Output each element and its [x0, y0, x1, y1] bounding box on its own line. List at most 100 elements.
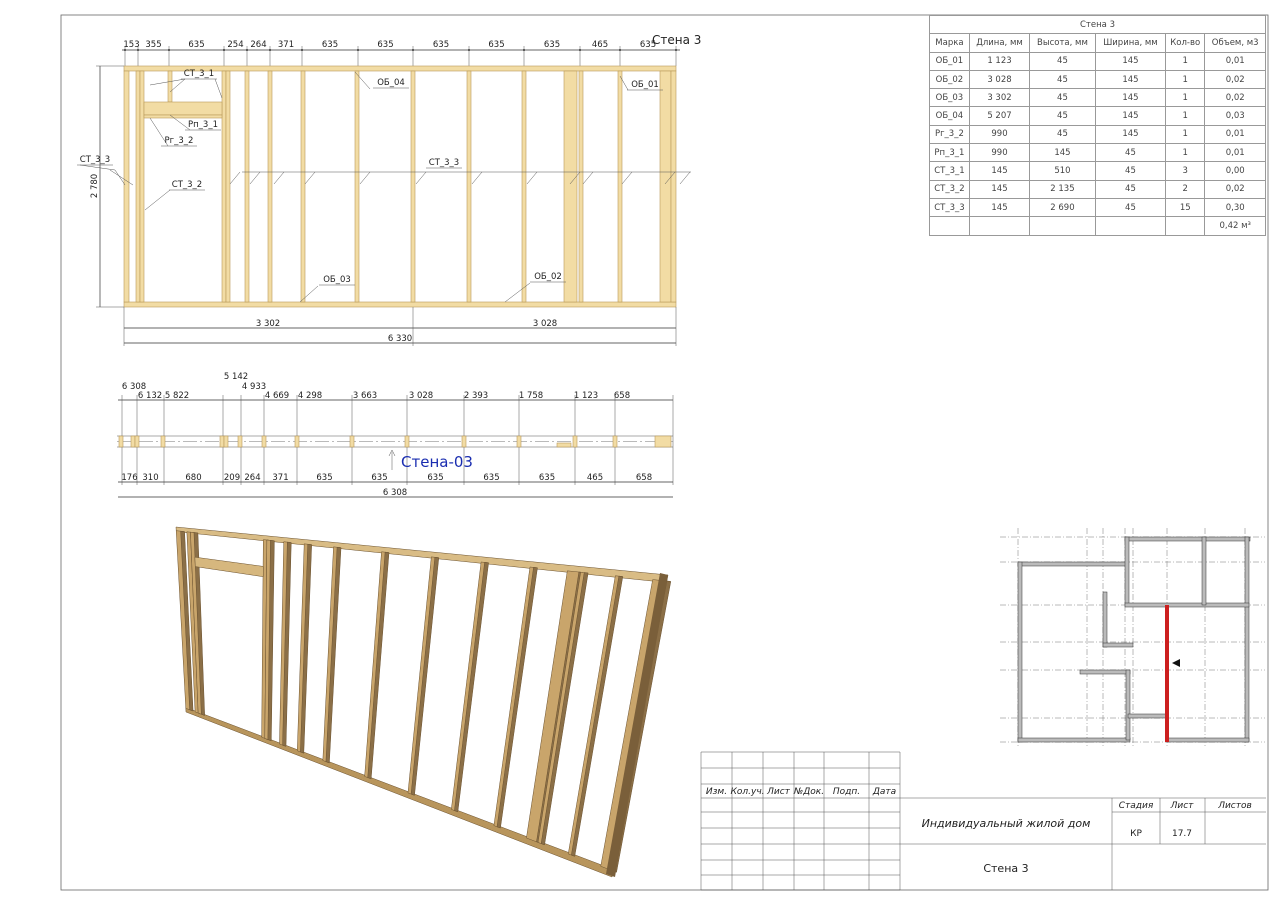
- plan-wall: [1166, 737, 1250, 743]
- stud: [123, 70, 130, 303]
- sheets-label: Листов: [1217, 801, 1252, 811]
- table-cell: 5 207: [968, 106, 1031, 126]
- table-cell: 0,00: [1204, 161, 1266, 181]
- stud: [135, 70, 141, 303]
- plan-total-dimension-label: 6 308: [383, 488, 407, 498]
- table-cell: 990: [968, 124, 1031, 145]
- table-cell: 1: [1165, 143, 1206, 163]
- top-dimension-label: 635: [640, 40, 656, 50]
- stud: [521, 70, 527, 303]
- part-label: Рг_3_2: [165, 136, 194, 146]
- stud: [354, 70, 360, 303]
- leader-arrow: [664, 171, 676, 185]
- stud-side-3d: [282, 541, 292, 747]
- stud-section: [572, 435, 578, 448]
- stud-side-3d: [410, 556, 440, 796]
- plan-wall: [1124, 536, 1251, 542]
- sheet-no: 17.7: [1172, 829, 1192, 839]
- leader-line: [149, 117, 169, 147]
- plan-wall: [1017, 561, 1023, 743]
- table-cell: 2 135: [1029, 179, 1096, 199]
- corner-section: [654, 435, 672, 448]
- segment-dimension-label: 209: [224, 473, 240, 483]
- dimension-tick: [269, 49, 271, 51]
- segment-dimension-label: 371: [272, 473, 288, 483]
- segment-dimension-label: 310: [142, 473, 158, 483]
- title-header: Изм.: [706, 787, 727, 797]
- stud-side-3d: [193, 532, 205, 716]
- table-cell: Рп_3_1: [929, 143, 970, 163]
- column-header: Высота, мм: [1029, 33, 1096, 53]
- part-label: ОБ_04: [377, 78, 405, 88]
- leader-line: [114, 169, 126, 186]
- stud: [225, 70, 231, 303]
- stud-side-3d: [540, 572, 589, 846]
- column-header: Марка: [929, 33, 970, 53]
- table-cell: 0,30: [1204, 197, 1266, 218]
- leader-arrow: [621, 171, 633, 185]
- empty-cell: [1165, 216, 1206, 236]
- dimension-tick: [137, 49, 139, 51]
- highlighted-wall: [1165, 605, 1169, 742]
- stud-side-3d: [300, 543, 312, 754]
- leader-line: [214, 78, 223, 99]
- table-cell: 0,03: [1204, 106, 1266, 126]
- plan-wall: [1127, 713, 1169, 719]
- plan-wall: [1017, 561, 1129, 567]
- part-label: СТ_3_3: [80, 155, 110, 165]
- table-cell: 3 028: [968, 69, 1031, 90]
- table-cell: 45: [1094, 143, 1167, 163]
- table-cell: 145: [968, 161, 1031, 181]
- stud: [267, 70, 273, 303]
- table-cell: 145: [1094, 106, 1167, 126]
- drawing-title: Стена 3: [652, 33, 701, 47]
- dimension-tick: [246, 49, 248, 51]
- column-header: Объем, м3: [1204, 33, 1266, 53]
- bottom-plate-3d: [185, 707, 614, 878]
- dimension-tick: [675, 49, 677, 51]
- leader-arrow: [582, 171, 594, 185]
- table-cell: 145: [1094, 69, 1167, 90]
- title-header: Кол.уч.: [730, 787, 764, 797]
- wall-end-3d: [606, 573, 668, 877]
- table-cell: 510: [1029, 161, 1096, 181]
- top-dimension-label: 635: [433, 40, 449, 50]
- wall-3d-view: [175, 526, 672, 878]
- bottom-plate: [123, 301, 677, 308]
- table-cell: ОБ_01: [929, 51, 970, 71]
- top-dimension-label: 635: [322, 40, 338, 50]
- table-cell: 45: [1029, 106, 1096, 126]
- window-header: [143, 101, 223, 116]
- dimension-tick: [412, 49, 414, 51]
- table-cell: ОБ_04: [929, 106, 970, 126]
- table-cell: 145: [1029, 143, 1096, 163]
- top-dimension-label: 371: [278, 40, 294, 50]
- empty-cell: [929, 216, 970, 236]
- height-dimension-label: 2 780: [90, 174, 100, 198]
- leader-arrow: [249, 171, 261, 185]
- part-label: ОБ_01: [631, 80, 659, 90]
- dimension-tick: [579, 49, 581, 51]
- leader-line: [619, 75, 629, 91]
- part-label: ОБ_03: [323, 275, 351, 285]
- cumulative-dimension-label: 1 123: [574, 391, 598, 401]
- top-dimension-label: 264: [250, 40, 266, 50]
- segment-dimension-label: 680: [185, 473, 201, 483]
- stud: [466, 70, 472, 303]
- leader-line: [144, 189, 171, 211]
- segment-dimension-label: 635: [427, 473, 443, 483]
- leader-line: [299, 285, 319, 303]
- table-cell: 1: [1165, 124, 1206, 145]
- segment-dimension-label: 635: [539, 473, 555, 483]
- plan-wall: [1124, 536, 1130, 606]
- top-dimension-label: 635: [544, 40, 560, 50]
- part-label: ОБ_02: [534, 272, 562, 282]
